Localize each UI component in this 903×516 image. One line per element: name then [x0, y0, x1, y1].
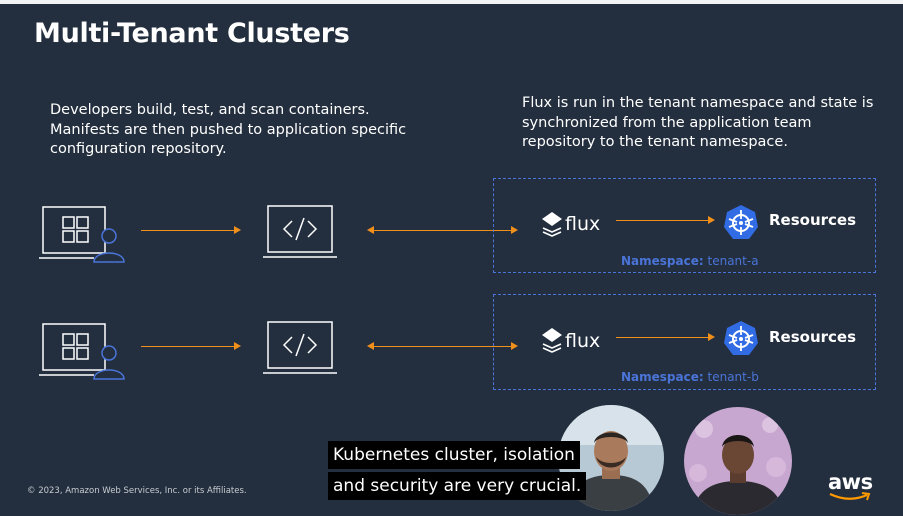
flux-logo-icon: [541, 327, 563, 357]
kubernetes-helm-icon: [723, 204, 759, 244]
left-description: Developers build, test, and scan contain…: [50, 102, 407, 157]
namespace-name: tenant-a: [707, 254, 759, 268]
arrow-flux-to-resources-tenant-a: [616, 216, 715, 224]
flux-logo-icon: [541, 211, 563, 241]
code-laptop-icon: [262, 320, 338, 380]
caption-line-2: and security are very crucial.: [328, 472, 587, 500]
arrow-dev-to-repo-tenant-a: [141, 226, 241, 234]
namespace-box-tenant-a: [493, 178, 876, 273]
namespace-prefix: Namespace:: [621, 370, 704, 384]
resources-label: Resources: [769, 211, 857, 229]
developer-laptop-user-icon: [38, 205, 128, 269]
presenter-video-2: [684, 407, 792, 515]
aws-logo-text: aws: [828, 470, 873, 494]
flux-label: flux: [565, 213, 601, 235]
aws-logo: aws: [828, 472, 873, 503]
developer-laptop-user-icon: [38, 322, 128, 386]
slide-title: Multi-Tenant Clusters: [34, 18, 350, 49]
namespace-label-tenant-a: Namespace: tenant-a: [621, 254, 759, 268]
namespace-label-tenant-b: Namespace: tenant-b: [621, 370, 759, 384]
caption-line-1: Kubernetes cluster, isolation: [328, 441, 580, 469]
namespace-prefix: Namespace:: [621, 254, 704, 268]
code-laptop-icon: [262, 204, 338, 264]
arrow-repo-flux-tenant-a: [367, 226, 518, 234]
namespace-box-tenant-b: [493, 294, 876, 390]
arrow-flux-to-resources-tenant-b: [616, 333, 715, 341]
kubernetes-helm-icon: [723, 320, 759, 360]
top-border: [0, 0, 903, 4]
right-description: Flux is run in the tenant namespace and …: [522, 95, 874, 150]
arrow-repo-flux-tenant-b: [367, 342, 518, 350]
copyright-text: © 2023, Amazon Web Services, Inc. or its…: [27, 486, 247, 496]
namespace-name: tenant-b: [707, 370, 759, 384]
flux-label: flux: [565, 330, 601, 352]
resources-label: Resources: [769, 328, 857, 346]
aws-smile-icon: [829, 492, 871, 501]
arrow-dev-to-repo-tenant-b: [141, 342, 241, 350]
